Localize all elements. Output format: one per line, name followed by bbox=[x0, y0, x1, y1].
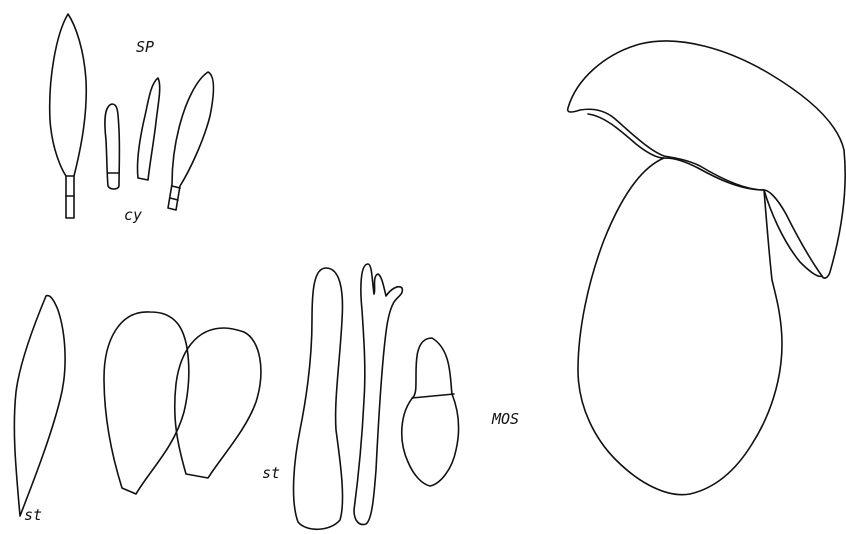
cystidium-small-cylindrical bbox=[105, 104, 120, 189]
label-sp: SP bbox=[136, 38, 154, 56]
branched-hypha bbox=[354, 264, 402, 524]
basidiome-fruiting-body bbox=[568, 41, 846, 495]
clavate-element-long bbox=[294, 268, 343, 529]
spore-ovoid-left bbox=[104, 312, 189, 494]
cystidium-lanceolate-tall bbox=[50, 14, 87, 218]
cystidium-narrow-pointed bbox=[137, 78, 159, 180]
ventricose-septate-element bbox=[402, 338, 459, 486]
label-mos: MOS bbox=[491, 410, 519, 428]
cystidium-leaning-septate bbox=[168, 72, 214, 210]
fusiform-sterile-element bbox=[14, 296, 65, 516]
label-cy: cy bbox=[124, 206, 142, 224]
label-st-middle: st bbox=[262, 464, 280, 482]
label-st-left: st bbox=[24, 506, 42, 524]
